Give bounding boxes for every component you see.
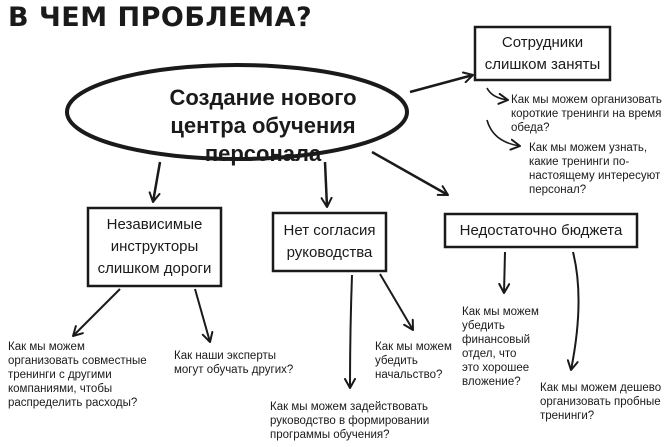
question-line: Как мы можем задействовать (270, 401, 429, 413)
center-topic: Создание нового центра обучения персонал… (118, 84, 408, 168)
problem-staff-busy-line-1: Сотрудники (501, 34, 584, 51)
arrow-to-budget (371, 150, 449, 197)
problem-instructors-line-1: Независимые (106, 216, 203, 233)
arrow-to-staff-busy (409, 71, 474, 94)
problem-budget: Недостаточно бюджета (445, 220, 637, 242)
question-convince-finance: Как мы можем убедить финансовый отдел, ч… (462, 305, 539, 389)
question-line: отдел, что (462, 348, 517, 360)
problem-instructors-line-2: инструкторы (110, 238, 199, 255)
box-staff-busy (473, 25, 612, 82)
problem-instructors-line-3: слишком дороги (97, 260, 212, 277)
question-line: убедить (462, 320, 505, 332)
arrow-to-cheap-trials (566, 251, 580, 371)
question-line: вложение? (462, 376, 521, 388)
question-experts-teach: Как наши эксперты могут обучать других? (174, 349, 293, 377)
question-line: персонал? (529, 184, 587, 196)
question-line: начальство? (375, 369, 443, 381)
question-line: короткие тренинги на время (511, 108, 662, 120)
problem-management: Нет согласия руководства (273, 220, 386, 264)
problem-staff-busy-line-2: слишком заняты (484, 56, 601, 73)
question-joint-trainings: Как мы можем организовать совместные тре… (8, 340, 147, 410)
problem-instructors: Независимые инструкторы слишком дороги (88, 214, 221, 280)
question-line: Как мы можем организовать (511, 94, 662, 106)
box-instructors (86, 206, 223, 288)
arrow-to-joint-trainings (72, 288, 121, 337)
question-line: тренинги с другими (8, 369, 112, 381)
problem-management-line-1: Нет согласия (283, 222, 376, 239)
question-line: Как мы можем (375, 341, 452, 353)
question-line: это хорошее (462, 362, 530, 374)
question-line: программы обучения? (270, 429, 390, 441)
arrow-to-convince-finance (498, 251, 511, 294)
question-line: обеда? (511, 122, 550, 134)
question-short-trainings: Как мы можем организовать короткие трени… (511, 93, 662, 135)
page-title: В ЧЕМ ПРОБЛЕМА? (8, 2, 313, 33)
question-line: организовать пробные (540, 396, 661, 408)
arrow-to-experts-teach (194, 288, 214, 343)
question-line: настоящему интересуют (529, 170, 661, 182)
problem-budget-line-1: Недостаточно бюджета (459, 222, 623, 239)
problem-management-line-2: руководства (286, 244, 373, 261)
question-line: Как мы можем дешево (540, 382, 662, 394)
arrow-to-engage-management (344, 274, 357, 389)
question-line: Как мы можем (462, 306, 539, 318)
question-line: тренинги? (540, 410, 595, 422)
arrow-to-management (320, 161, 333, 208)
question-line: распределить расходы? (8, 397, 138, 409)
question-line: руководство в формировании (270, 415, 430, 427)
arrow-to-short-trainings (486, 87, 509, 105)
question-find-out: Как мы можем узнать, какие тренинги по- … (529, 141, 660, 197)
arrow-to-convince-bosses (379, 273, 414, 331)
center-topic-line-2: центра обучения персонала (170, 113, 356, 166)
center-topic-line-1: Создание нового (169, 85, 357, 110)
box-management (271, 211, 388, 273)
arrow-to-instructors (148, 161, 162, 203)
box-budget (443, 212, 639, 249)
question-cheap-trials: Как мы можем дешево организовать пробные… (540, 381, 661, 423)
question-line: Как мы можем (8, 341, 85, 353)
question-line: компаниями, чтобы (8, 383, 113, 395)
question-line: Как мы можем узнать, (529, 142, 648, 154)
problem-staff-busy: Сотрудники слишком заняты (475, 32, 610, 76)
question-line: Как наши эксперты (174, 350, 276, 362)
question-engage-management: Как мы можем задействовать руководство в… (270, 400, 429, 442)
question-line: организовать совместные (8, 355, 147, 367)
question-line: финансовый (462, 334, 531, 346)
arrow-to-find-out (486, 119, 521, 151)
question-line: какие тренинги по- (529, 156, 630, 168)
center-oval (65, 63, 409, 161)
question-line: могут обучать других? (174, 364, 294, 376)
question-convince-bosses: Как мы можем убедить начальство? (375, 340, 452, 382)
question-line: убедить (375, 355, 418, 367)
